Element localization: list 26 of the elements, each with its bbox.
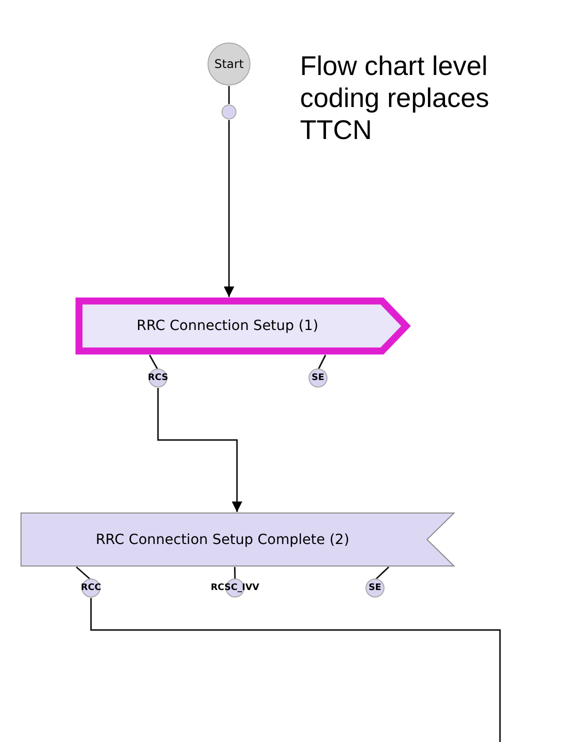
connector — [90, 598, 501, 742]
start-circle — [207, 42, 251, 86]
connector — [374, 566, 390, 581]
note-text: Flow chart level coding replaces TTCN — [300, 50, 490, 146]
port-circle — [221, 104, 237, 120]
connector — [317, 354, 326, 370]
port-label: SE — [368, 583, 382, 593]
connector — [228, 86, 230, 104]
connector — [76, 566, 92, 581]
process-arrow-box — [75, 297, 410, 355]
port-label: RCS — [148, 373, 168, 383]
port-node — [308, 368, 328, 388]
port-node — [365, 578, 385, 598]
port-label: SE — [312, 373, 324, 383]
connector — [234, 566, 236, 580]
port-node — [148, 368, 168, 388]
node-label: Start — [214, 57, 244, 71]
connector — [157, 388, 242, 512]
port-node — [79, 578, 103, 598]
connector — [148, 354, 159, 370]
port-label: RCSC_IVV — [210, 583, 260, 593]
node-label: RRC Connection Setup Complete (2) — [96, 532, 350, 548]
node-label: RRC Connection Setup (1) — [136, 318, 318, 334]
connector — [224, 120, 234, 297]
port-label: RCC — [80, 583, 102, 593]
message-flag-box — [20, 512, 455, 567]
